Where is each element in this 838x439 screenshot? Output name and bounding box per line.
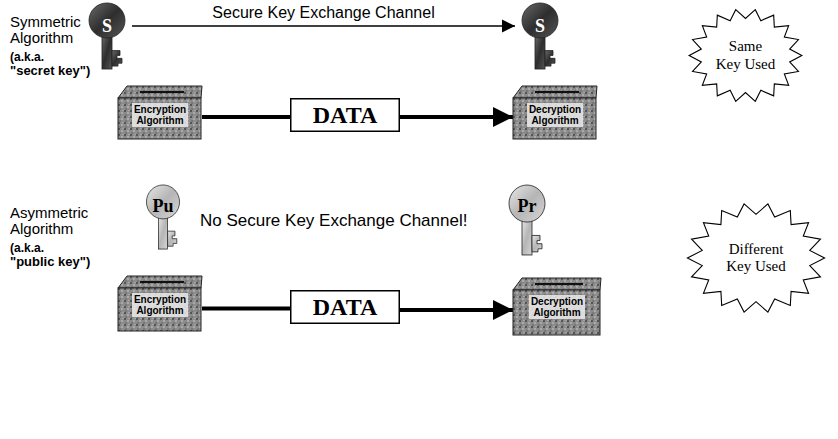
scheme-alias: "public key"): [10, 255, 110, 269]
key-icon-outline: [140, 184, 186, 250]
starburst-callout: Same Key Used: [688, 8, 803, 103]
algorithm-box-text: Decryption Algorithm: [527, 103, 583, 127]
algorithm-box: Decryption Algorithm: [513, 86, 597, 140]
algorithm-box-text: Decryption Algorithm: [529, 295, 585, 319]
key-icon-text: S: [535, 14, 545, 38]
scheme-alias: "secret key"): [10, 64, 110, 78]
key-icon-text: Pu: [152, 194, 173, 218]
starburst-callout-text: Different Key Used: [721, 241, 791, 276]
data-flow-line: [202, 115, 290, 119]
key-icon: Pr: [502, 184, 552, 256]
key-icon: S: [515, 2, 565, 70]
key-icon-text: Pr: [518, 194, 537, 218]
starburst-callout-text: Same Key Used: [715, 38, 777, 73]
data-box: DATA: [290, 290, 400, 324]
algorithm-box: Encryption Algorithm: [118, 86, 202, 140]
starburst-callout: Different Key Used: [686, 202, 826, 314]
channel-note: No Secure Key Exchange Channel!: [200, 212, 490, 230]
data-box-text: DATA: [313, 295, 377, 319]
scheme-title: Symmetric Algorithm: [10, 14, 100, 46]
key-exchange-arrow: [132, 25, 515, 27]
algorithm-box: Decryption Algorithm: [513, 278, 601, 336]
key-icon: Pu: [140, 184, 186, 250]
scheme-alias: (a.k.a.: [10, 242, 100, 255]
data-flow-line: [202, 307, 290, 311]
data-flow-line: [400, 115, 513, 119]
data-box-text: DATA: [313, 103, 377, 127]
edge-label: Secure Key Exchange Channel: [209, 4, 437, 22]
key-icon: S: [82, 2, 132, 70]
scheme-alias: (a.k.a.: [10, 51, 100, 64]
algorithm-box: Encryption Algorithm: [118, 276, 202, 332]
data-flow-line: [400, 308, 513, 312]
scheme-title: Asymmetric Algorithm: [10, 205, 102, 237]
data-box: DATA: [290, 98, 400, 132]
algorithm-box-text: Encryption Algorithm: [132, 293, 188, 317]
key-icon-text: S: [102, 14, 112, 38]
algorithm-box-text: Encryption Algorithm: [132, 103, 188, 127]
key-icon-outline: [502, 184, 552, 256]
